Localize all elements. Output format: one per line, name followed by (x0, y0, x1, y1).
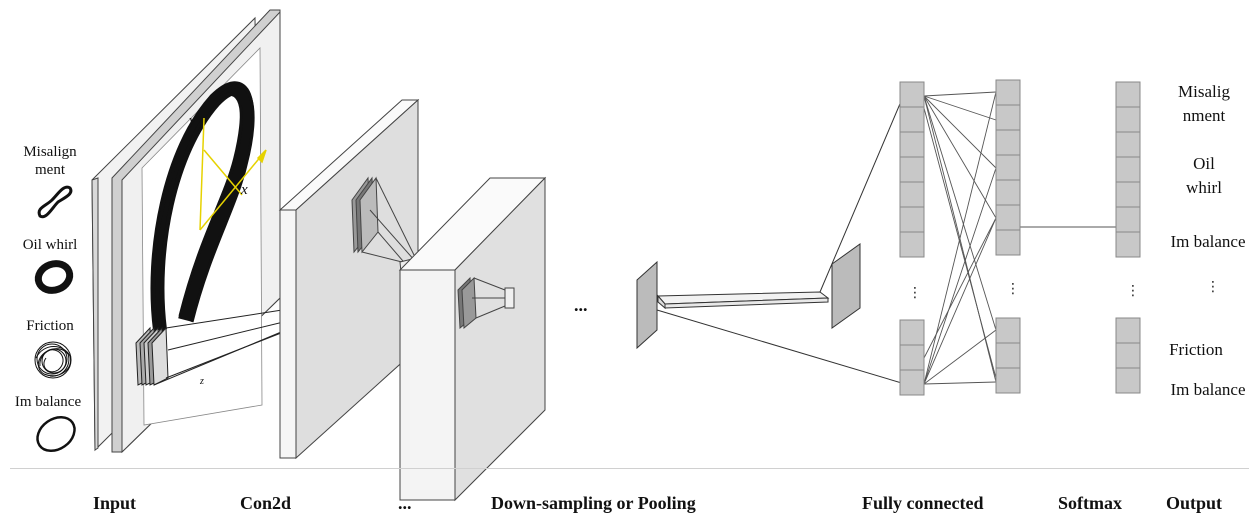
input-label-misalignment-line1: Misalign (23, 144, 77, 160)
stage-separator-line (10, 468, 1249, 469)
fc1-neuron-column-neuron (899, 206, 925, 233)
misalignment-orbit-icon (37, 185, 73, 219)
input-label-misalignment: Misalign ment (14, 143, 86, 179)
stage-label-fully-connected: Fully connected (862, 493, 984, 513)
stage-label-pooling: Down-sampling or Pooling (491, 493, 696, 513)
fc-connection-line (923, 217, 997, 385)
fc-connection-line (923, 95, 997, 169)
fc1-neuron-column-neuron (899, 319, 925, 346)
output-label-oil-whirl-line2: whirl (1186, 178, 1222, 197)
output-label-imbalance-bottom: Im balance (1170, 380, 1246, 399)
friction-orbit-icon (34, 341, 72, 379)
fc-connections (923, 91, 1116, 385)
fc-connection-line (923, 167, 997, 385)
fc2-neuron-column-neuron (995, 367, 1021, 394)
softmax-neuron-column-neuron (1115, 156, 1141, 183)
stage-label-conv: Con2d (240, 493, 292, 513)
stage-label-output: Output (1166, 493, 1223, 513)
output-label-misalignment-line2: nment (1182, 106, 1226, 125)
fc-connection-line (923, 381, 997, 385)
fc-connection-line (923, 91, 997, 97)
fc1-neuron-column-neuron (899, 231, 925, 258)
fc1-neuron-column-neuron (899, 369, 925, 396)
output-label-misalignment-line1: Misalig (1178, 82, 1230, 101)
stage-label-input: Input (93, 493, 137, 513)
axis-label-z: z (200, 376, 204, 387)
input-label-oil-whirl: Oil whirl (22, 237, 78, 253)
fc2-neuron-column-neuron (995, 229, 1021, 256)
softmax-neuron-column-neuron (1115, 181, 1141, 208)
fc2-neuron-column-neuron (995, 154, 1021, 181)
fc-connection-line (923, 217, 997, 359)
input-label-imbalance: Im balance (14, 394, 82, 410)
fc1-neuron-column-neuron (899, 344, 925, 371)
softmax-neuron-column-neuron (1115, 317, 1141, 344)
oil-whirl-orbit-icon (34, 260, 74, 294)
softmax-neuron-column-neuron (1115, 206, 1141, 233)
fc2-neuron-column-neuron (995, 317, 1021, 344)
output-vertical-ellipsis: ⋮ (1206, 278, 1220, 294)
fc2-neuron-column-neuron (995, 79, 1021, 106)
fc-connection-line (923, 107, 997, 379)
fc1-neuron-column-neuron (899, 106, 925, 133)
softmax-neuron-column-neuron (1115, 106, 1141, 133)
fc2-neuron-column-neuron (995, 129, 1021, 156)
axis-label-x: x (241, 182, 248, 198)
softmax-neuron-column (1115, 81, 1141, 394)
fc1-vertical-ellipsis: ⋮ (908, 284, 922, 300)
fc1-neuron-column (899, 81, 925, 396)
output-label-oil-whirl-line1: Oil (1193, 154, 1215, 173)
input-label-misalignment-line2: ment (35, 162, 65, 178)
fc2-neuron-column-neuron (995, 104, 1021, 131)
softmax-neuron-column-neuron (1115, 231, 1141, 258)
output-label-imbalance-top: Im balance (1170, 232, 1246, 251)
output-label-misalignment: Misalig nment (1168, 80, 1240, 128)
fc2-vertical-ellipsis: ⋮ (1006, 280, 1020, 296)
fc1-neuron-column-neuron (899, 81, 925, 108)
fc-neuron-columns (899, 79, 1141, 396)
softmax-neuron-column-neuron (1115, 81, 1141, 108)
fc-connection-line (923, 95, 997, 121)
fc-connection-line (923, 329, 997, 385)
stage-label-softmax: Softmax (1058, 493, 1122, 513)
fc-connection-line (923, 95, 997, 219)
output-label-oil-whirl: Oil whirl (1168, 152, 1240, 200)
fc2-neuron-column-neuron (995, 204, 1021, 231)
imbalance-orbit-icon (36, 415, 76, 453)
conv-feature-map-2 (398, 176, 547, 502)
fc1-neuron-column-neuron (899, 131, 925, 158)
fc1-neuron-column-neuron (899, 181, 925, 208)
orbit-trajectory-plot (150, 81, 255, 336)
axis-label-y: y (189, 113, 196, 129)
fc2-neuron-column-neuron (995, 342, 1021, 369)
softmax-neuron-column-neuron (1115, 342, 1141, 369)
softmax-vertical-ellipsis: ⋮ (1126, 282, 1140, 298)
input-label-friction: Friction (26, 318, 74, 334)
fc2-neuron-column-neuron (995, 179, 1021, 206)
fc-connection-line (923, 95, 997, 331)
fc1-neuron-column-neuron (899, 156, 925, 183)
yellow-coordinate-axes (199, 117, 267, 231)
stage-label-ellipsis: ... (398, 493, 412, 513)
middle-ellipsis: ... (574, 295, 588, 315)
fc2-neuron-column (995, 79, 1021, 394)
flatten-layer (636, 91, 906, 385)
softmax-neuron-column-neuron (1115, 131, 1141, 158)
output-label-friction: Friction (1169, 340, 1223, 359)
conv-feature-map-1 (278, 98, 424, 460)
softmax-neuron-column-neuron (1115, 367, 1141, 394)
